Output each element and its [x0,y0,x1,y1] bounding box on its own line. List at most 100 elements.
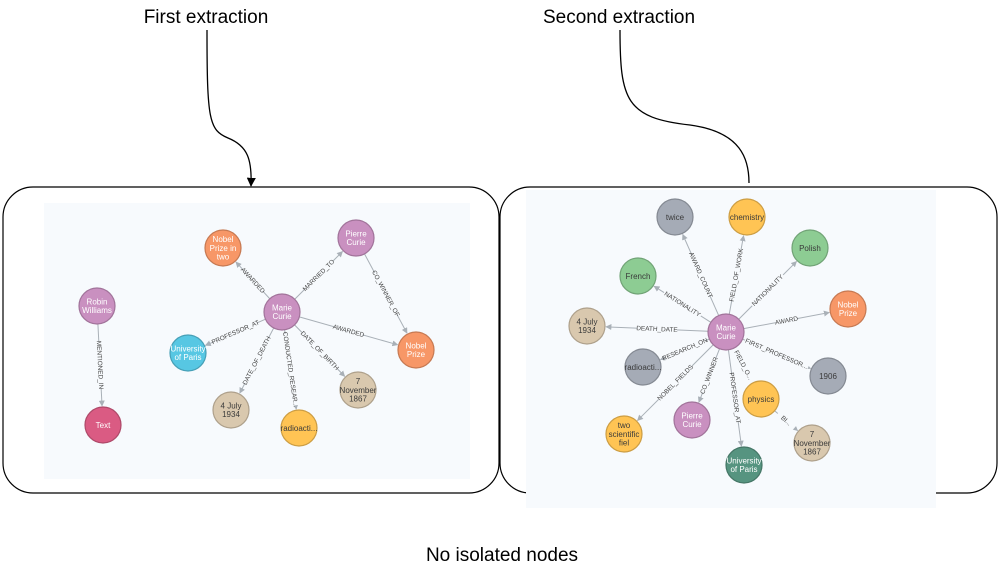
edge-label-background [727,249,745,301]
edge-label-background [241,335,272,385]
node-label: 1934 [578,326,596,335]
node-label: 4 July [577,318,598,327]
edge-label-background [299,329,341,372]
node-circle[interactable] [339,371,377,409]
first-node-radio[interactable]: radioacti... [280,409,318,447]
node-label: physics [748,395,775,404]
node-label: Pierre [681,412,703,421]
node-circle[interactable] [742,380,780,418]
node-circle[interactable] [337,219,375,257]
node-label: November [794,439,831,448]
node-circle[interactable] [728,198,766,236]
edge-label-background [281,333,301,406]
second-node-twice[interactable]: twice [656,198,694,236]
node-label: 1867 [349,394,367,403]
node-circle[interactable] [829,290,867,328]
node-circle[interactable] [212,391,250,429]
edge-label-background [663,336,707,362]
second-node-chem[interactable]: chemistry [728,198,766,236]
node-label: twice [666,213,685,222]
node-label: fiel [619,438,629,447]
node-circle[interactable] [263,293,301,331]
edge-label-background [301,258,336,292]
node-circle[interactable] [605,415,643,453]
node-circle[interactable] [84,406,122,444]
node-label: Curie [272,312,292,321]
second-edge-marie-d1934: DEATH_DATE [605,323,709,334]
node-label: Prize [839,309,858,318]
edge-label-background [730,345,757,385]
node-circle[interactable] [673,401,711,439]
node-circle[interactable] [707,313,745,351]
node-circle[interactable] [204,229,242,267]
edge-label-background [743,336,810,371]
edge-label-background [698,356,719,394]
node-label: University [170,345,205,354]
node-label: Nobel [406,342,427,351]
second-node-polish[interactable]: Polish [791,229,829,267]
node-circle[interactable] [280,409,318,447]
node-label: scientific [609,430,640,439]
node-label: Curie [346,238,366,247]
node-circle[interactable] [624,348,662,386]
edge-label-background [240,266,267,294]
node-label: Williams [82,306,112,315]
node-label: Nobel [838,301,859,310]
node-circle[interactable] [619,257,657,295]
edge-label-background [775,410,798,431]
node-label: two [618,421,631,430]
first-node-text[interactable]: Text [84,406,122,444]
edge-label: MENTIONED_IN [95,341,104,390]
node-circle[interactable] [791,229,829,267]
node-label: Prize [407,350,426,359]
node-circle[interactable] [169,334,207,372]
first-edge-robin-text: MENTIONED_IN [95,323,106,407]
second-title-connector [619,29,750,184]
second-node-y1906[interactable]: 1906 [809,357,847,395]
second-extraction-title: Second extraction [543,7,695,28]
node-label: Curie [716,332,736,341]
caption: No isolated nodes [426,545,578,566]
node-circle[interactable] [397,331,435,369]
edge-label: DEATH_DATE [636,325,678,334]
node-label: 1934 [222,410,240,419]
node-circle[interactable] [793,424,831,462]
node-label: 7 [810,430,815,439]
node-label: 1867 [803,447,821,456]
edge-label-background [728,374,743,422]
edge-label-background [371,270,401,317]
node-circle[interactable] [78,287,116,325]
edge-label-background [662,288,704,319]
node-label: chemistry [730,213,764,222]
node-circle[interactable] [568,307,606,345]
node-label: Marie [716,324,737,333]
second-node-physics[interactable]: physics [742,380,780,418]
edge-label-background [212,318,259,345]
second-node-radio[interactable]: radioacti... [624,348,662,386]
node-circle[interactable] [809,357,847,395]
node-label: Robin [87,298,108,307]
node-circle[interactable] [725,446,763,484]
node-circle[interactable] [656,198,694,236]
second-node-french[interactable]: French [619,257,657,295]
node-label: 4 July [221,402,242,411]
node-label: Polish [799,244,821,253]
node-label: 1906 [819,372,837,381]
edge-label-background [749,271,786,309]
